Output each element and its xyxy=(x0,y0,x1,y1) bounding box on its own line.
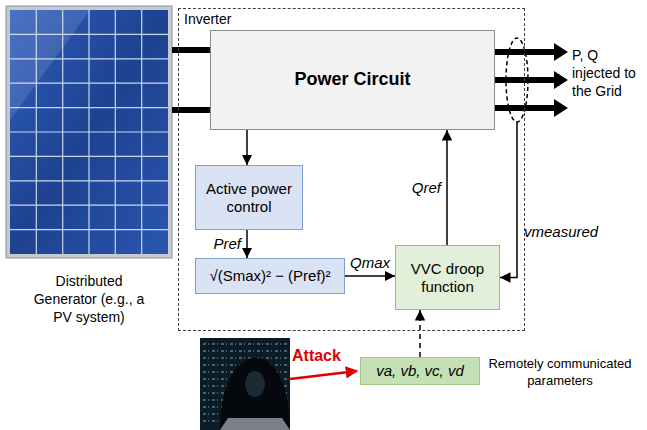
signal-arrow xyxy=(419,310,421,357)
signal-arrow xyxy=(345,275,395,277)
pv-panel-shine xyxy=(10,10,90,120)
pv-panel-frame xyxy=(6,6,172,258)
hacker-background xyxy=(200,338,290,430)
generator-caption: Distributed Generator (e.g., a PV system… xyxy=(25,272,153,327)
parameter-box: va, vb, vc, vd xyxy=(360,357,480,385)
remote-parameter-note: Remotely communicated parameters xyxy=(485,356,635,390)
control-box: Active power control xyxy=(195,165,303,230)
signal-arrow xyxy=(246,130,248,165)
hooded-figure xyxy=(220,358,290,430)
attack-label: Attack xyxy=(292,346,362,367)
node-text: Active power control xyxy=(201,180,297,216)
signal-name: Pref xyxy=(213,234,241,254)
attack-arrow xyxy=(290,371,357,379)
grid-output-arrows xyxy=(495,52,556,108)
signal-arrow xyxy=(446,130,448,245)
formula-box: √(Smax)² − (Pref)² xyxy=(195,258,345,294)
pv-cell-grid xyxy=(10,10,168,254)
power-circuit-box: Power Circuit xyxy=(210,30,495,130)
signal-arrow xyxy=(246,230,248,258)
signal-name: Qmax xyxy=(350,253,390,273)
node-text: Inverter xyxy=(184,11,519,28)
node-text: VVC droop function xyxy=(401,260,494,296)
hooded-face xyxy=(245,371,265,397)
node-text: √(Smax)² − (Pref)² xyxy=(209,267,330,285)
grid-output-label: P, Q injected to the Grid xyxy=(572,46,644,101)
grid-output-heads xyxy=(554,43,568,117)
signal-name: Qref xyxy=(412,178,441,198)
droop-function-box: VVC droop function xyxy=(395,245,500,310)
node-text: va, vb, vc, vd xyxy=(376,362,464,380)
pv-panel-cells xyxy=(10,10,168,254)
laptop-symbol xyxy=(220,418,290,430)
inverter-boundary: InverterPower CircuitActive power contro… xyxy=(178,8,525,331)
signal-label: vmeasured xyxy=(524,222,614,242)
measurement-arrow xyxy=(500,122,517,278)
node-text: Power Circuit xyxy=(294,69,410,91)
